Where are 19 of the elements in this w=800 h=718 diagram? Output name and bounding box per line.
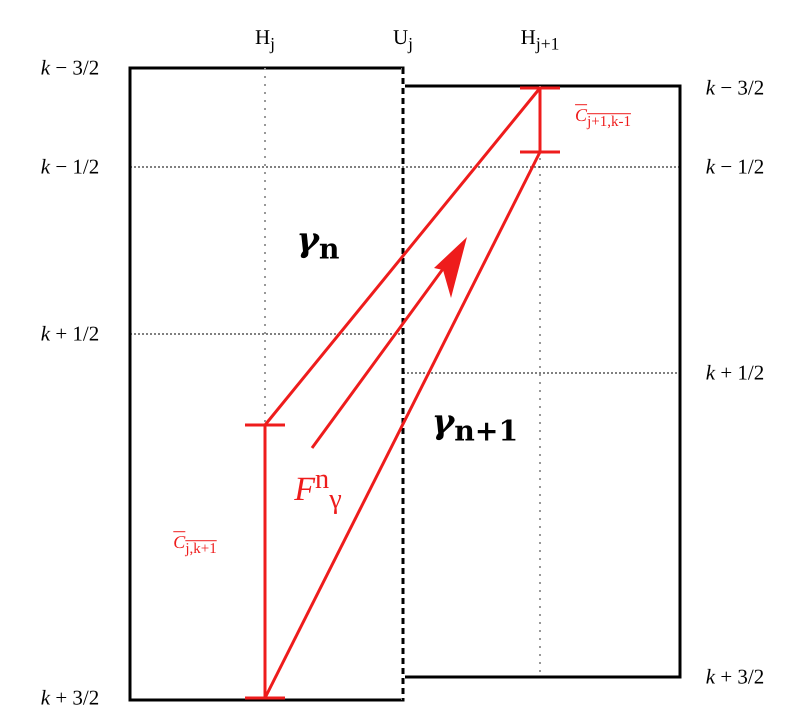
column-label: H$_{j+1}$	[520, 27, 560, 53]
column-label: H$_{j}$	[254, 27, 276, 53]
level-label: k + 3/2	[706, 666, 764, 688]
interval-bar	[243, 423, 287, 700]
path-line	[264, 151, 542, 699]
interval-label: C$_{j,k+1}$	[173, 533, 217, 557]
edge-label: γ$_{n}$	[296, 222, 340, 264]
level-label: k − 3/2	[706, 78, 764, 98]
level-label: k + 3/2	[40, 688, 100, 708]
column-label: U$_{j}$	[392, 27, 414, 53]
edge-label: γ$_{n+1}$	[432, 404, 518, 446]
level-label: k + 1/2	[706, 362, 764, 384]
path-line	[264, 87, 542, 426]
level-label: k − 3/2	[40, 58, 100, 78]
level-label: k + 1/2	[40, 324, 100, 344]
level-label: k − 1/2	[40, 156, 100, 178]
interval-bar	[518, 86, 562, 154]
level-label: k − 1/2	[706, 156, 764, 178]
interval-label: C$_{j+1,k-1}$	[575, 106, 631, 130]
